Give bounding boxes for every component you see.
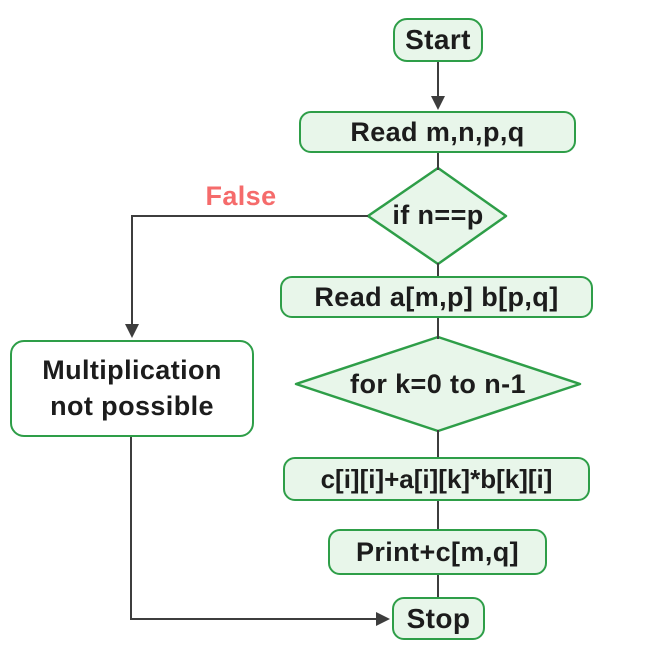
edge-false-branch bbox=[131, 215, 368, 326]
arrowhead-into-not-possible bbox=[125, 324, 139, 338]
start-node: Start bbox=[393, 18, 483, 62]
read-inputs-node: Read m,n,p,q bbox=[299, 111, 576, 153]
edge-not-possible-to-stop bbox=[130, 437, 378, 620]
stop-node: Stop bbox=[392, 597, 485, 640]
not-possible-node: Multiplication not possible bbox=[10, 340, 254, 437]
compute-node: c[i][i]+a[i][k]*b[k][i] bbox=[283, 457, 590, 501]
arrowhead-into-read bbox=[431, 96, 445, 110]
check-decision-label: if n==p bbox=[392, 199, 484, 230]
read-matrices-node: Read a[m,p] b[p,q] bbox=[280, 276, 593, 318]
false-edge-label: False bbox=[205, 181, 277, 211]
print-node: Print+c[m,q] bbox=[328, 529, 547, 575]
loop-decision-label: for k=0 to n-1 bbox=[350, 368, 526, 399]
arrowhead-into-stop bbox=[376, 612, 390, 626]
